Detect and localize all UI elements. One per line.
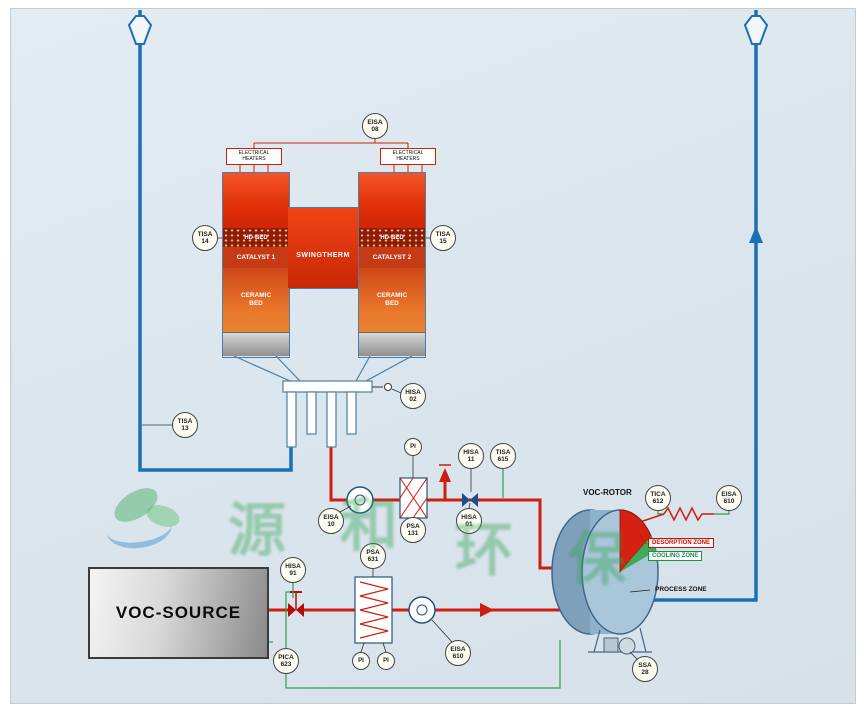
instrument-pi-top: PI [404, 438, 422, 456]
rotor-heater-element [639, 506, 714, 523]
rotor-desorption-wedge [619, 509, 652, 574]
ceramic-bed-label: CERAMIC BED [240, 291, 272, 307]
catalyst2-label: CATALYST 2 [372, 254, 412, 261]
electrical-heater-left: ELECTRICAL HEATERS [226, 148, 282, 165]
swingtherm-tower-right: HD-BED CATALYST 2 CERAMIC BED [358, 172, 426, 358]
heater-label: ELECTRICAL HEATERS [392, 149, 424, 162]
heater-signal-lines [239, 139, 423, 174]
tower-left-catalyst: CATALYST 1 [223, 247, 289, 268]
hd-bed-label: HD-BED [380, 234, 404, 241]
swingtherm-bridge: SWINGTHERM [288, 207, 358, 289]
hisa02-leader [391, 388, 402, 394]
swingtherm-label: SWINGTHERM [296, 252, 350, 259]
blower-eisa10 [346, 486, 374, 514]
rotor-motor [603, 637, 619, 653]
swingtherm-manifold [233, 355, 413, 448]
psa131-unit [399, 456, 428, 519]
electrical-heater-right: ELECTRICAL HEATERS [380, 148, 436, 165]
hd-bed-label: HD-BED [244, 234, 268, 241]
cooling-zone-label: COOLING ZONE [648, 551, 703, 561]
process-zone-label: PROCESS ZONE [655, 586, 707, 593]
shutoff-valve-blue [462, 493, 478, 507]
voc-source-box: VOC-SOURCE [88, 567, 269, 659]
voc-rotor-title: VOC-ROTOR [583, 488, 632, 497]
blower-process [408, 596, 436, 624]
heater-label: ELECTRICAL HEATERS [238, 149, 270, 162]
stack-lantern-left [127, 15, 153, 45]
tower-left-hd-bed: HD-BED [223, 228, 289, 247]
tower-right-upper-chamber [359, 173, 425, 228]
desorption-zone-label: DESORPTION ZONE [648, 538, 715, 548]
blue-flow-arrow-up [749, 226, 763, 243]
ceramic-bed-label: CERAMIC BED [376, 291, 408, 307]
psa631-unit [354, 576, 393, 644]
tower-left-ceramic-bed: CERAMIC BED [223, 268, 289, 332]
catalyst1-label: CATALYST 1 [236, 254, 276, 261]
rotor-cooling-sliver [620, 536, 656, 572]
tower-left-base [223, 332, 289, 356]
tower-right-hd-bed: HD-BED [359, 228, 425, 247]
relief-vent-valve [439, 468, 451, 482]
manifold-hisa02-port [384, 383, 392, 391]
stack-lantern-right [743, 15, 769, 45]
instrument-pi-bottom-1: PI [352, 652, 370, 670]
red-flow-arrow-process [480, 603, 494, 617]
tower-right-catalyst: CATALYST 2 [359, 247, 425, 268]
tower-right-base [359, 332, 425, 356]
voc-source-label: VOC-SOURCE [115, 603, 242, 622]
control-valve-source [288, 591, 304, 617]
tower-left-upper-chamber [223, 173, 289, 228]
instrument-pi-bottom-2: PI [377, 652, 395, 670]
swingtherm-tower-left: HD-BED CATALYST 1 CERAMIC BED [222, 172, 290, 358]
tower-right-ceramic-bed: CERAMIC BED [359, 268, 425, 332]
voc-rotor [551, 509, 659, 655]
